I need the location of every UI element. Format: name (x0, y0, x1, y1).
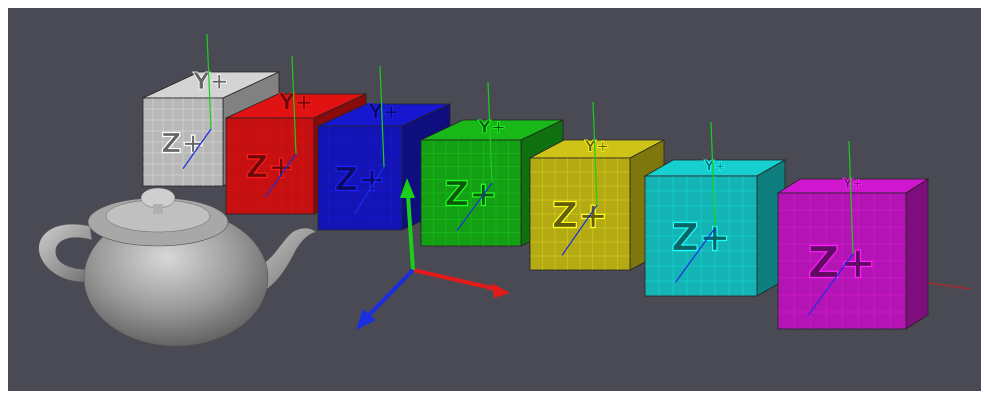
cube-top-label: Y+ (477, 117, 506, 138)
teapot[interactable] (38, 187, 317, 347)
cube-top-label: Y+ (842, 177, 863, 192)
cube-grid (143, 98, 223, 186)
3d-viewport[interactable]: Z+Y+Z+Y+Z+Y+Z+Y+Z+Y+Z+Y+Z+Y+ (8, 8, 981, 391)
cube-y-axis (291, 55, 297, 155)
cube-front-label: Z+ (808, 237, 877, 288)
scene-canvas[interactable]: Z+Y+Z+Y+Z+Y+Z+Y+Z+Y+Z+Y+Z+Y+ (8, 8, 981, 391)
cube-y-axis (592, 101, 598, 206)
cube-top-label: Y+ (584, 137, 610, 156)
cube-front-label: Z+ (444, 175, 497, 215)
cube-top-label: Y+ (367, 99, 399, 123)
cube-grid (318, 126, 402, 230)
cube-front-label: Z+ (671, 215, 730, 259)
cube-z-axis (561, 204, 598, 256)
cube-grid (226, 118, 314, 214)
cube-top-label: Y+ (278, 91, 313, 116)
cube-grid (645, 176, 757, 296)
cube-y-axis (710, 121, 716, 229)
cube-z-axis (456, 182, 493, 232)
magenta-cube[interactable]: Z+ Y+ (776, 140, 930, 330)
cube-z-axis (264, 153, 297, 198)
cube-side-face (905, 178, 929, 330)
cube-front-label: Z+ (246, 150, 294, 186)
cube-z-axis (354, 166, 385, 215)
cube-front-label: Z+ (334, 159, 386, 198)
cyan-cube[interactable]: Z+ Y+ (643, 121, 787, 297)
cube-z-axis (807, 253, 854, 316)
cube-top-label: Y+ (703, 158, 726, 174)
cube-front-label: Z+ (161, 127, 205, 160)
cube-y-axis (487, 81, 493, 184)
cube-grid (530, 158, 630, 270)
cube-top-label: Y+ (192, 69, 229, 95)
cube-z-axis (675, 227, 716, 283)
cube-z-axis (182, 128, 212, 169)
axis-gizmo[interactable] (356, 178, 510, 330)
cube-y-axis (206, 33, 212, 130)
cube-grid (421, 140, 521, 246)
cube-y-axis (848, 140, 854, 255)
cubes-group: Z+Y+Z+Y+Z+Y+Z+Y+Z+Y+Z+Y+Z+Y+ (142, 33, 930, 330)
cube-grid (778, 193, 906, 329)
cube-y-axis (379, 65, 385, 168)
